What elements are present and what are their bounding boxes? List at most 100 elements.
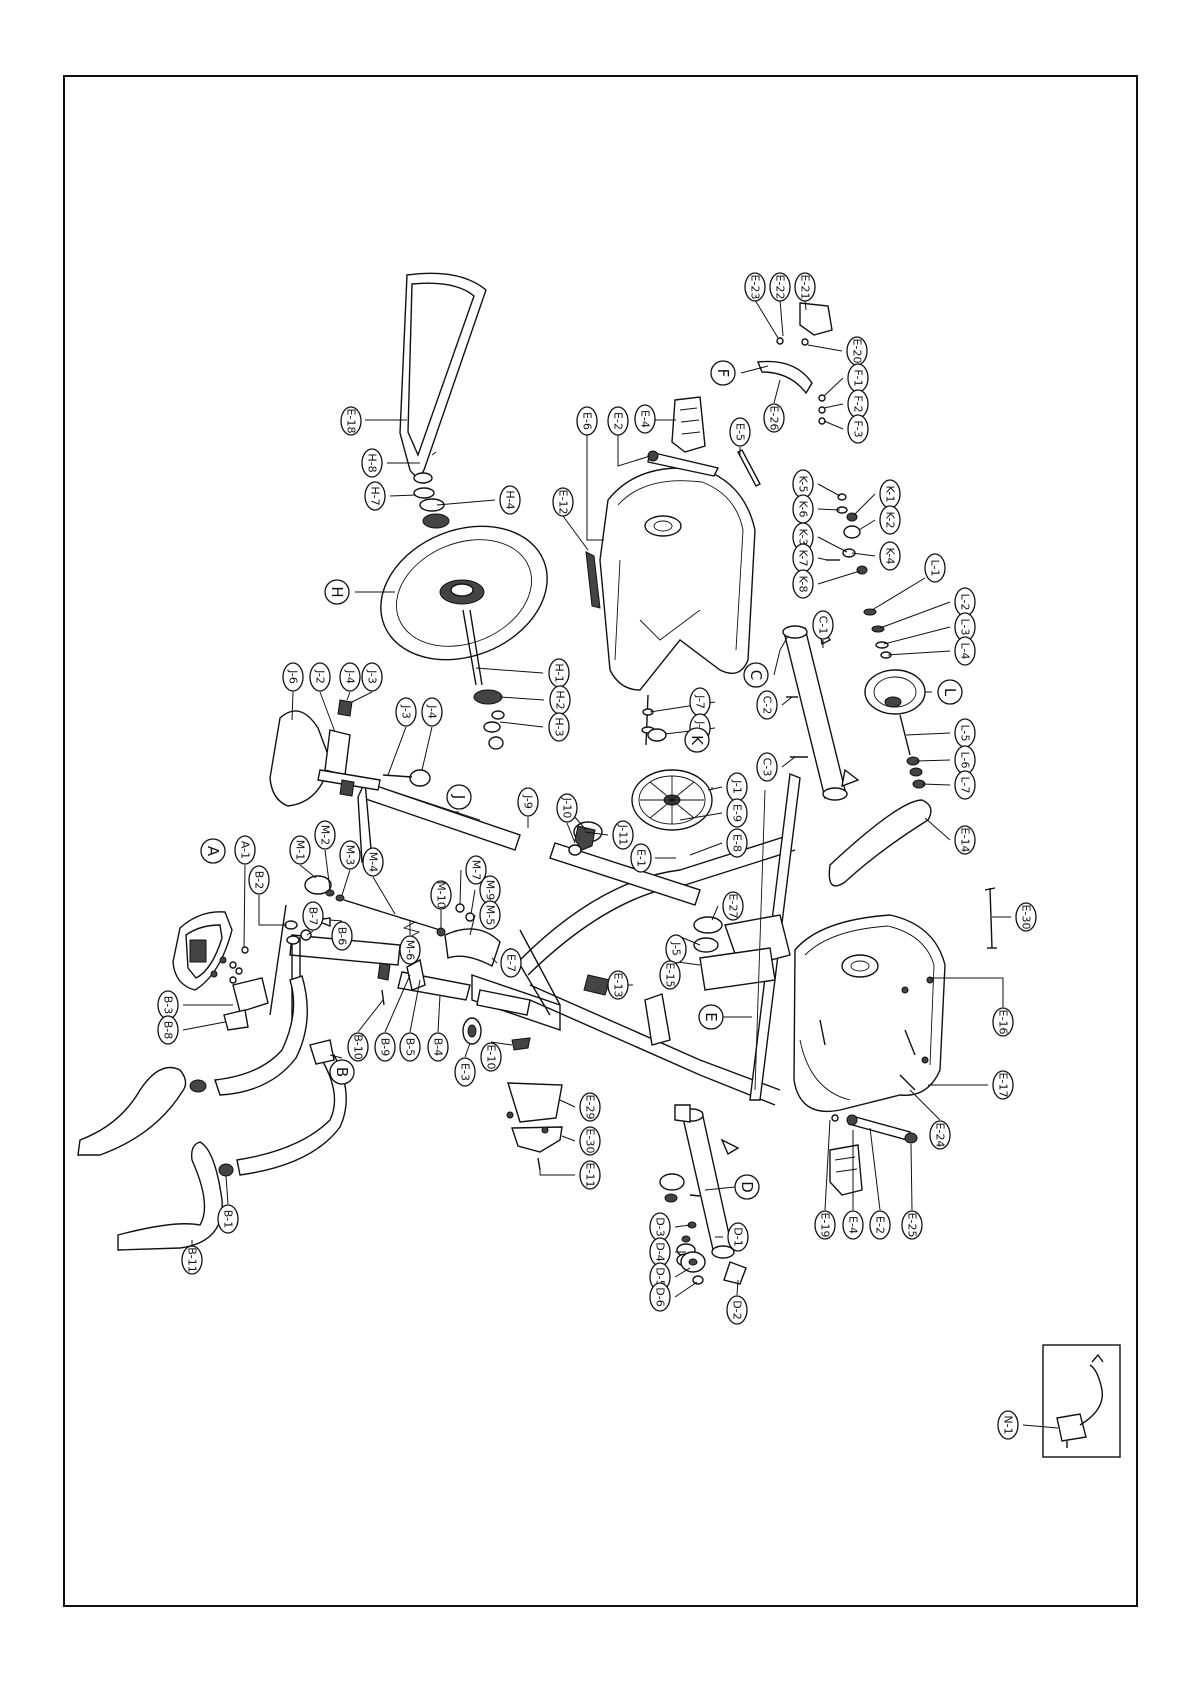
assembly-label-text: E [702, 1012, 720, 1021]
drive-belt-top [399, 272, 487, 477]
part-callout-label: E-2 [874, 1216, 887, 1234]
part-callout-label: K-8 [797, 575, 810, 592]
part-callout-label: B-1 [222, 1210, 235, 1229]
part-callout-d-6: D-6 [649, 1282, 671, 1312]
idler-wheel [863, 608, 926, 789]
part-callout-m-5: M-5 [479, 900, 501, 930]
handlebar-u [214, 975, 347, 1176]
part-callout-j-10: J-10 [556, 793, 578, 823]
part-callout-label: J-3 [400, 704, 413, 719]
part-callout-label: L-5 [959, 725, 972, 742]
part-callout-label: E-29 [584, 1095, 597, 1120]
part-callout-e-16: E-16 [992, 1007, 1014, 1037]
part-callout-e-10: E-10 [480, 1042, 502, 1072]
part-callout-l-5: L-5 [954, 718, 976, 748]
part-callout-j-5: J-5 [665, 934, 687, 964]
drive-belt-right [828, 799, 932, 887]
assembly-label-text: H [328, 586, 346, 597]
part-callout-label: K-7 [797, 549, 810, 566]
part-callout-label: H-3 [553, 717, 566, 736]
part-callout-label: H-2 [554, 690, 567, 709]
part-callout-label: D-3 [654, 1217, 667, 1236]
assembly-label-text: F [714, 369, 732, 378]
part-callout-label: M-7 [470, 860, 483, 880]
front-stabilizer [782, 619, 860, 801]
part-callout-e-30: E-30 [1015, 902, 1037, 932]
part-callout-d-5: D-5 [649, 1262, 671, 1292]
part-callout-label: J-9 [522, 794, 535, 809]
part-callout-b-4: B-4 [427, 1032, 449, 1062]
part-callout-m-2: M-2 [314, 820, 336, 850]
part-callout-label: C-3 [761, 758, 774, 777]
part-callout-label: K-5 [797, 475, 810, 492]
part-callout-e-17: E-17 [992, 1070, 1014, 1100]
part-callout-e-11: E-11 [579, 1160, 601, 1190]
part-callout-e-4: E-4 [842, 1210, 864, 1240]
part-callout-label: E-15 [664, 963, 677, 988]
part-callout-label: B-4 [432, 1038, 445, 1057]
part-callout-label: J-4 [344, 669, 357, 684]
part-callout-label: E-19 [819, 1213, 832, 1238]
part-callout-a-1: A-1 [234, 835, 256, 865]
part-callout-c-2: C-2 [756, 690, 778, 720]
console-bracket [223, 977, 269, 1031]
part-callout-label: E-9 [731, 804, 744, 822]
part-callout-label: E-6 [581, 412, 594, 430]
part-callout-l-7: L-7 [954, 770, 976, 800]
part-callout-m-6: M-6 [399, 935, 421, 965]
assembly-label-f: F [710, 360, 736, 386]
part-callout-label: K-4 [884, 547, 897, 564]
part-callout-label: E-4 [847, 1216, 860, 1234]
part-callout-label: B-5 [404, 1038, 417, 1057]
part-callout-j-11: J-11 [612, 820, 634, 850]
chain-guard-lower [506, 1082, 563, 1171]
part-callout-label: M-1 [294, 840, 307, 860]
part-callout-e-14: E-14 [954, 825, 976, 855]
part-callout-label: M-5 [484, 905, 497, 925]
part-callout-e-20: E-20 [846, 336, 868, 366]
part-callout-label: E-4 [639, 410, 652, 428]
part-callout-e-27: E-27 [722, 891, 744, 921]
part-callout-label: M-6 [404, 940, 417, 960]
part-callout-label: M-10 [435, 881, 448, 908]
part-callout-label: M-9 [484, 880, 497, 900]
part-callout-e-7: E-7 [500, 948, 522, 978]
part-callout-label: B-10 [352, 1034, 365, 1060]
assembly-label-d: D [734, 1174, 760, 1200]
left-side-cover [599, 467, 756, 691]
part-callout-e-12: E-12 [552, 487, 574, 517]
assembly-label-l: L [937, 679, 963, 705]
part-callout-m-7: M-7 [465, 855, 487, 885]
part-callout-f-3: F-3 [847, 414, 869, 444]
part-callout-e-4: E-4 [634, 404, 656, 434]
part-callout-label: E-7 [505, 954, 518, 972]
part-callout-b-8: B-8 [157, 1015, 179, 1045]
part-callout-label: L-1 [929, 560, 942, 577]
part-callout-label: E-27 [727, 894, 740, 919]
console-screws [229, 946, 249, 984]
part-callout-label: J-1 [731, 779, 744, 794]
adjust-knob [462, 1017, 482, 1045]
assembly-label-e: E [698, 1004, 724, 1030]
part-callout-label: C-2 [761, 696, 774, 715]
part-callout-e-18: E-18 [340, 406, 362, 436]
part-callout-h-2: H-2 [549, 685, 571, 715]
part-callout-h-8: H-8 [361, 448, 383, 478]
part-callout-d-4: D-4 [649, 1237, 671, 1267]
part-callout-label: E-16 [997, 1010, 1010, 1035]
part-callout-label: K-6 [797, 500, 810, 517]
part-callout-e-24: E-24 [929, 1120, 951, 1150]
part-callout-label: E-8 [731, 834, 744, 852]
part-callout-label: E-1 [635, 849, 648, 867]
right-side-cover [793, 914, 946, 1112]
part-callout-j-1: J-1 [726, 772, 748, 802]
part-callout-d-3: D-3 [649, 1212, 671, 1242]
part-callout-m-1: M-1 [289, 835, 311, 865]
part-callout-label: E-23 [749, 275, 762, 300]
part-callout-j-4: J-4 [421, 697, 443, 727]
part-callout-b-3: B-3 [157, 990, 179, 1020]
part-callout-label: B-6 [336, 927, 349, 946]
part-callout-label: M-3 [344, 845, 357, 865]
part-callout-m-4: M-4 [362, 847, 384, 877]
